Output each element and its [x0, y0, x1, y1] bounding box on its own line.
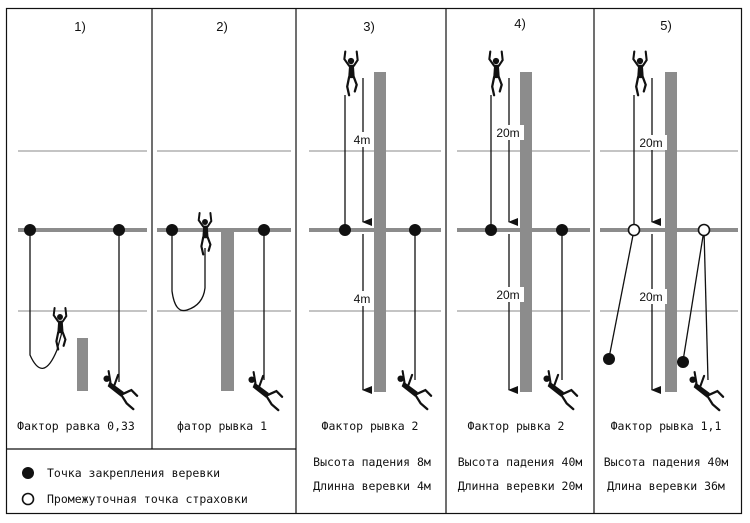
- legend-intermediate-symbol: [21, 492, 35, 506]
- panel-3: 4m 4m: [309, 50, 441, 411]
- panel-caption: Фактор рывка 2: [468, 419, 565, 433]
- anchor-point: [556, 224, 568, 236]
- legend-intermediate-label: Промежуточная точка страховки: [47, 492, 248, 506]
- climber-figure: [343, 50, 359, 97]
- label-bg: [636, 135, 667, 150]
- panel-number: 2): [216, 19, 228, 34]
- anchor-point: [485, 224, 497, 236]
- label-bg: [636, 289, 667, 304]
- fall-height-text: Высота падения 40м: [458, 455, 583, 469]
- bottom-distance-label: 20m: [496, 288, 519, 302]
- panel-number: 1): [74, 19, 86, 34]
- bottom-distance-label: 4m: [354, 292, 371, 306]
- rope-length-text: Длина веревки 36м: [607, 479, 725, 493]
- climber-figure: [52, 306, 68, 351]
- rope: [682, 229, 705, 362]
- panel-4: 20m 20m: [457, 50, 590, 411]
- top-distance-label: 20m: [496, 126, 519, 140]
- anchor-point: [339, 224, 351, 236]
- label-bg: [493, 125, 524, 140]
- legend-anchor-symbol: [22, 467, 34, 479]
- panel-caption: фатор рывка 1: [177, 419, 267, 433]
- rope: [29, 231, 63, 369]
- anchor-point: [113, 224, 125, 236]
- rope: [608, 229, 635, 359]
- intermediate-point: [627, 223, 641, 237]
- falling-climber-figure: [247, 370, 284, 412]
- label-bg: [493, 287, 524, 302]
- panel-caption: Фактор рывка 2: [322, 419, 419, 433]
- falling-climber-figure: [688, 370, 725, 412]
- rock-wall: [77, 338, 88, 391]
- rope: [171, 231, 206, 312]
- top-distance-label: 4m: [354, 133, 371, 147]
- intermediate-point: [697, 223, 711, 237]
- rock-wall: [221, 232, 234, 391]
- fall-height-text: Высота падения 8м: [313, 455, 431, 469]
- bottom-distance-label: 20m: [639, 290, 662, 304]
- anchor-point: [409, 224, 421, 236]
- panel-caption: Фактор рывка 1,1: [611, 419, 722, 433]
- climber-figure: [488, 50, 504, 97]
- outer-frame: [5, 7, 743, 515]
- anchor-point: [677, 356, 689, 368]
- panel-number: 5): [660, 18, 672, 33]
- anchor-point: [166, 224, 178, 236]
- climber-figure: [632, 50, 648, 97]
- anchor-point: [258, 224, 270, 236]
- anchor-point: [24, 224, 36, 236]
- panel-number: 3): [363, 19, 375, 34]
- panel-number: 4): [514, 16, 526, 31]
- falling-climber-figure: [396, 369, 433, 411]
- label-bg: [350, 291, 374, 306]
- panel-5: 20m 20m: [600, 50, 738, 412]
- rope: [703, 229, 709, 381]
- rope-length-text: Длинна веревки 20м: [458, 479, 583, 493]
- falling-climber-figure: [542, 369, 579, 411]
- top-distance-label: 20m: [639, 136, 662, 150]
- anchor-point: [603, 353, 615, 365]
- panel-2: [157, 150, 291, 412]
- fall-height-text: Высота падения 40м: [604, 455, 729, 469]
- legend-anchor-label: Точка закрепления веревки: [47, 466, 220, 480]
- label-bg: [350, 132, 374, 147]
- panel-1: [18, 150, 147, 411]
- rope-length-text: Длинна веревки 4м: [313, 479, 431, 493]
- falling-climber-figure: [102, 369, 139, 411]
- panel-caption: Фактор равка 0,33: [17, 419, 135, 433]
